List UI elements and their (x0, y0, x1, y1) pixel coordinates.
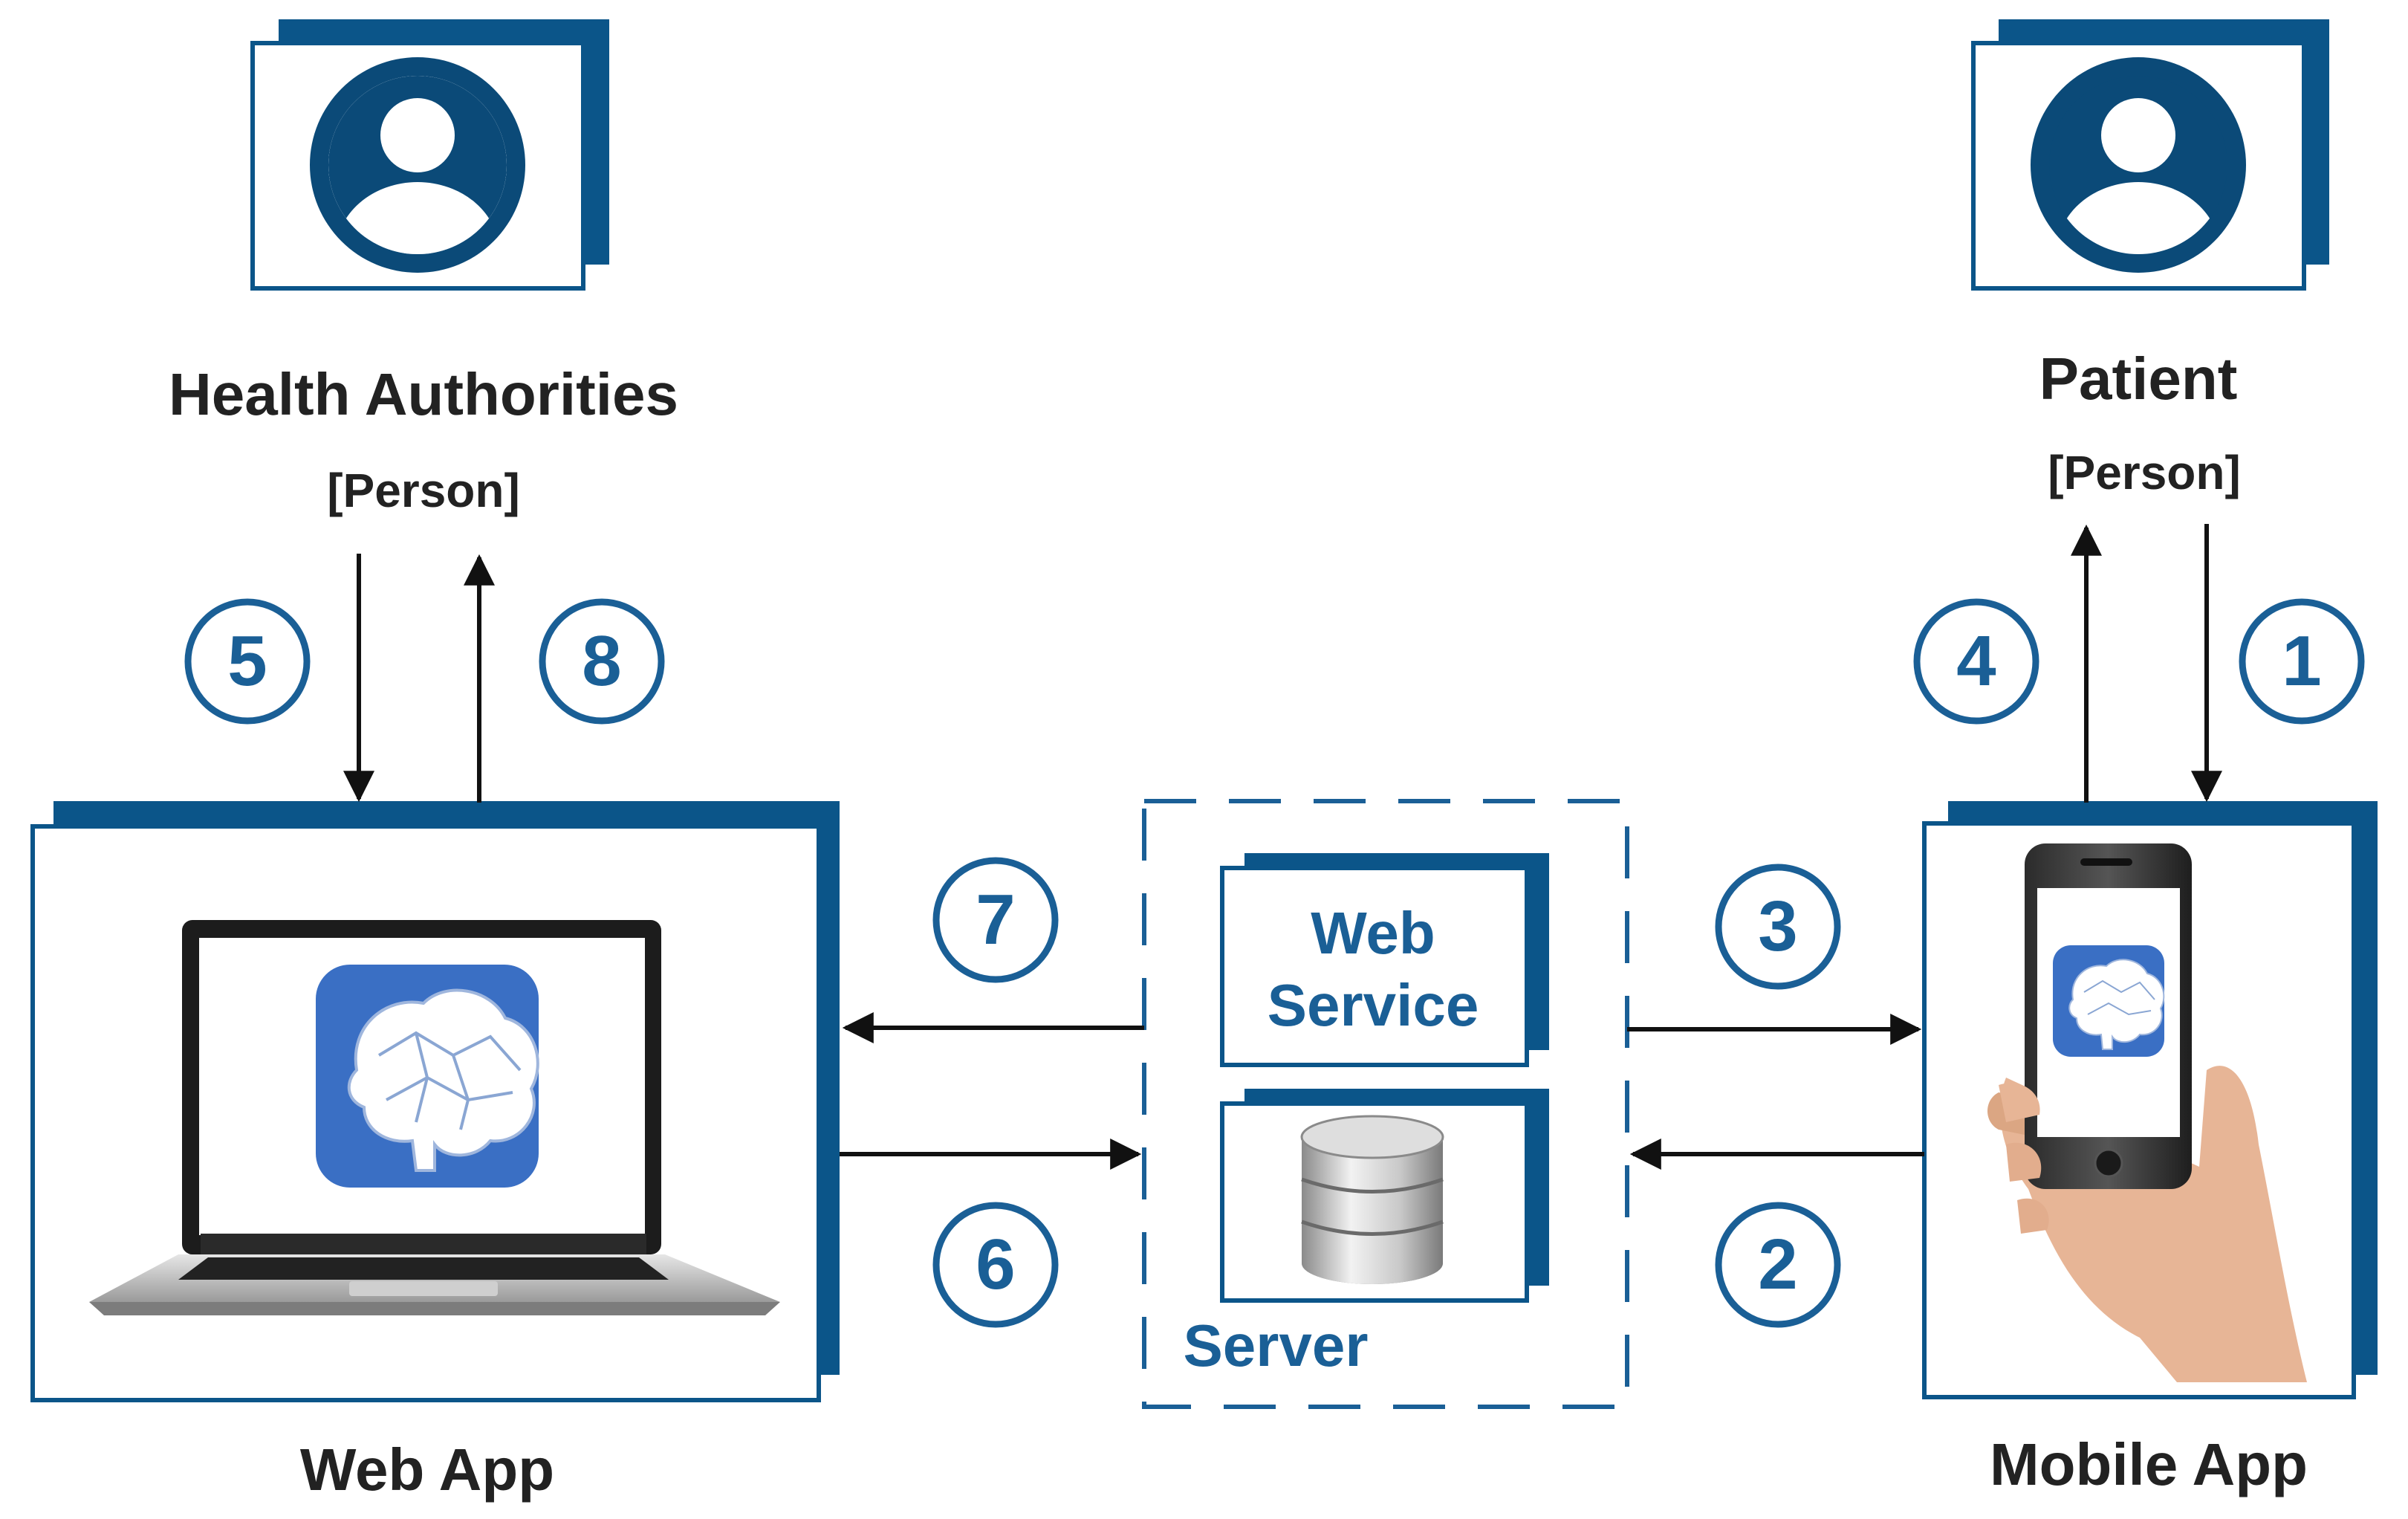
patient-type: [Person] (2048, 446, 2241, 499)
step-1: 1 (2239, 598, 2365, 725)
step-2: 2 (1715, 1202, 1841, 1328)
person-avatar-icon (2031, 57, 2246, 273)
step-4: 4 (1913, 598, 2039, 725)
web-service-box: Web Service (1220, 853, 1549, 1067)
web-app-container: Web App (30, 801, 840, 1503)
step-8: 8 (539, 598, 665, 725)
health-authorities-name: Health Authorities (169, 361, 678, 427)
step-3: 3 (1715, 864, 1841, 990)
brain-app-icon (2053, 945, 2165, 1057)
svg-text:1: 1 (2282, 621, 2321, 701)
brain-app-icon (316, 965, 539, 1188)
step-markers: 5 8 4 1 7 6 3 2 (184, 598, 2365, 1328)
database-box (1220, 1089, 1549, 1303)
svg-text:2: 2 (1758, 1225, 1797, 1304)
mobile-app-container: Mobile App (1922, 801, 2378, 1497)
step-6: 6 (932, 1202, 1059, 1328)
health-authorities-type: [Person] (327, 464, 520, 517)
svg-text:4: 4 (1956, 621, 1996, 701)
patient-name: Patient (2039, 346, 2238, 412)
server-label: Server (1183, 1312, 1368, 1379)
patient-actor: Patient [Person] (1971, 19, 2329, 499)
step-5: 5 (184, 598, 311, 725)
health-authorities-actor: Health Authorities [Person] (169, 19, 678, 517)
server-container: Web Service Server (1142, 799, 1629, 1409)
flow-arrows (343, 524, 2222, 1170)
database-icon (1300, 1115, 1444, 1284)
svg-text:3: 3 (1758, 887, 1797, 966)
web-service-label-line2: Service (1268, 972, 1479, 1038)
svg-text:8: 8 (582, 621, 621, 701)
person-avatar-icon (310, 57, 525, 273)
svg-text:5: 5 (227, 621, 267, 701)
mobile-app-label: Mobile App (1990, 1431, 2308, 1497)
web-service-label-line1: Web (1311, 900, 1435, 966)
svg-text:6: 6 (976, 1225, 1015, 1304)
svg-text:7: 7 (976, 880, 1015, 959)
step-7: 7 (932, 857, 1059, 983)
web-app-label: Web App (300, 1437, 554, 1503)
